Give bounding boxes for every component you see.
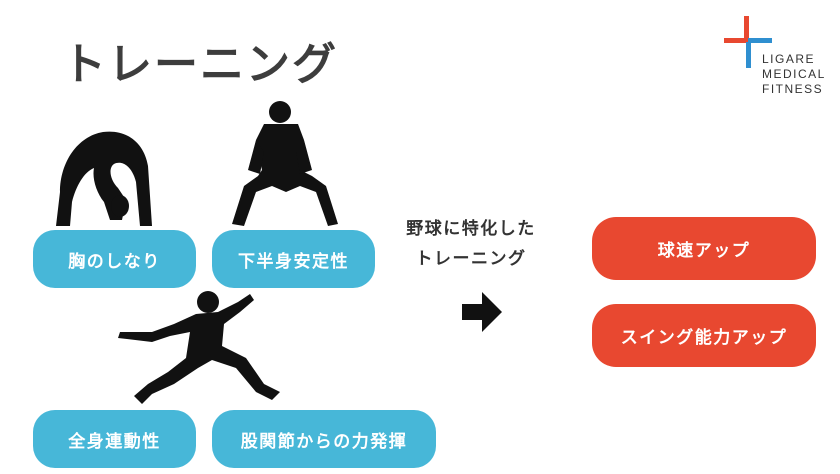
center-line: トレーニング [415, 249, 527, 269]
feature-label: 股関節からの力発揮 [240, 431, 408, 452]
result-pill-pitch-speed: 球速アップ [592, 217, 816, 280]
result-label: 球速アップ [657, 241, 751, 261]
feature-pill-lower-body-stability: 下半身安定性 [212, 230, 375, 288]
feature-pill-hip-power: 股関節からの力発揮 [212, 410, 436, 468]
ligare-logo: LIGARE MEDICAL FITNESS [724, 16, 836, 106]
baseball-training-label: 野球に特化した トレーニング [386, 214, 556, 274]
center-line: 野球に特化した [406, 219, 536, 239]
feature-pill-chest-arch: 胸のしなり [33, 230, 196, 288]
logo-line: LIGARE [762, 52, 816, 66]
arrow-right-icon [462, 292, 502, 332]
result-pill-swing-ability: スイング能力アップ [592, 304, 816, 367]
feature-pill-whole-body-coordination: 全身連動性 [33, 410, 196, 468]
jump-silhouette-icon [118, 291, 280, 404]
feature-label: 下半身安定性 [238, 251, 349, 272]
logo-line: MEDICAL [762, 67, 826, 81]
backbend-silhouette-icon [56, 131, 152, 226]
feature-label: 全身連動性 [68, 431, 161, 452]
feature-label: 胸のしなり [68, 251, 161, 272]
logo-line: FITNESS [762, 82, 824, 96]
page-title: トレーニング [62, 39, 338, 90]
squat-silhouette-icon [232, 101, 338, 226]
cross-logo-icon [724, 16, 772, 68]
logo-text: LIGARE MEDICAL FITNESS [762, 52, 826, 97]
result-label: スイング能力アップ [620, 328, 788, 348]
